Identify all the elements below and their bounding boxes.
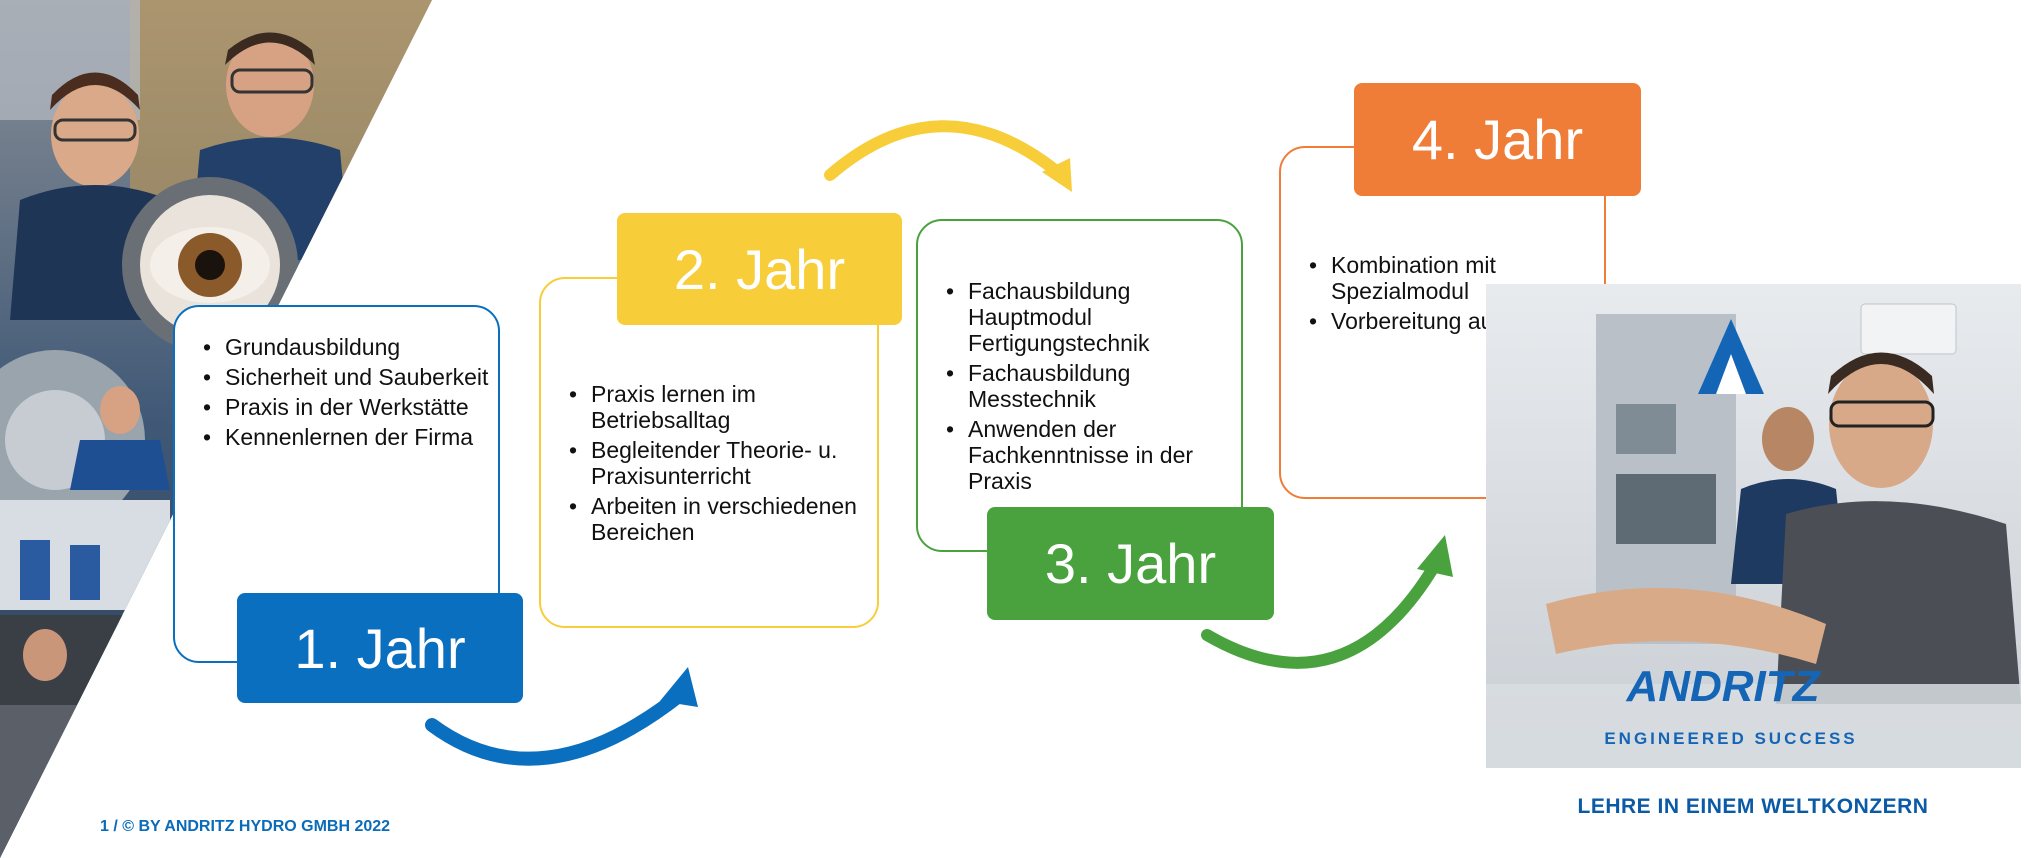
list-item: Begleitender Theorie- u. Praxisunterrich… bbox=[569, 437, 891, 489]
step-card-year-2: Praxis lernen im Betriebsalltag Begleite… bbox=[539, 277, 879, 628]
brand-tagline: LEHRE IN EINEM WELTKONZERN bbox=[1577, 795, 1929, 818]
list-item: Praxis lernen im Betriebsalltag bbox=[569, 381, 891, 433]
step-3-list: Fachausbildung Hauptmodul Fertigungstech… bbox=[938, 278, 1258, 498]
copyright-footer: 1 / © BY ANDRITZ HYDRO GMBH 2022 bbox=[100, 818, 391, 835]
andritz-brand-photo: ANDRITZ ENGINEERED SUCCESS bbox=[1486, 284, 2021, 768]
step-label-year-4: 4. Jahr bbox=[1354, 83, 1641, 196]
list-item: Kennenlernen der Firma bbox=[203, 424, 515, 450]
arrow-1-to-2-icon bbox=[425, 667, 698, 766]
list-item: Anwenden der Fachkenntnisse in der Praxi… bbox=[946, 416, 1258, 494]
list-item: Sicherheit und Sauberkeit bbox=[203, 364, 515, 390]
brand-slogan: ENGINEERED SUCCESS bbox=[1604, 729, 1857, 748]
step-label-year-3: 3. Jahr bbox=[987, 507, 1274, 620]
brand-logo-text: ANDRITZ bbox=[1625, 662, 1821, 711]
list-item: Arbeiten in verschiedenen Bereichen bbox=[569, 493, 891, 545]
step-label-year-1: 1. Jahr bbox=[237, 593, 523, 703]
step-label-year-2: 2. Jahr bbox=[617, 213, 902, 325]
step-2-list: Praxis lernen im Betriebsalltag Begleite… bbox=[561, 381, 891, 549]
step-card-year-3: Fachausbildung Hauptmodul Fertigungstech… bbox=[916, 219, 1243, 552]
list-item: Fachausbildung Messtechnik bbox=[946, 360, 1258, 412]
arrow-2-to-3-icon bbox=[824, 120, 1072, 192]
list-item: Kombination mit Spezialmodul bbox=[1309, 252, 1621, 304]
list-item: Fachausbildung Hauptmodul Fertigungstech… bbox=[946, 278, 1258, 356]
list-item: Grundausbildung bbox=[203, 334, 515, 360]
list-item: Praxis in der Werkstätte bbox=[203, 394, 515, 420]
step-1-list: Grundausbildung Sicherheit und Sauberkei… bbox=[195, 334, 515, 454]
arrow-3-to-4-icon bbox=[1201, 535, 1453, 669]
